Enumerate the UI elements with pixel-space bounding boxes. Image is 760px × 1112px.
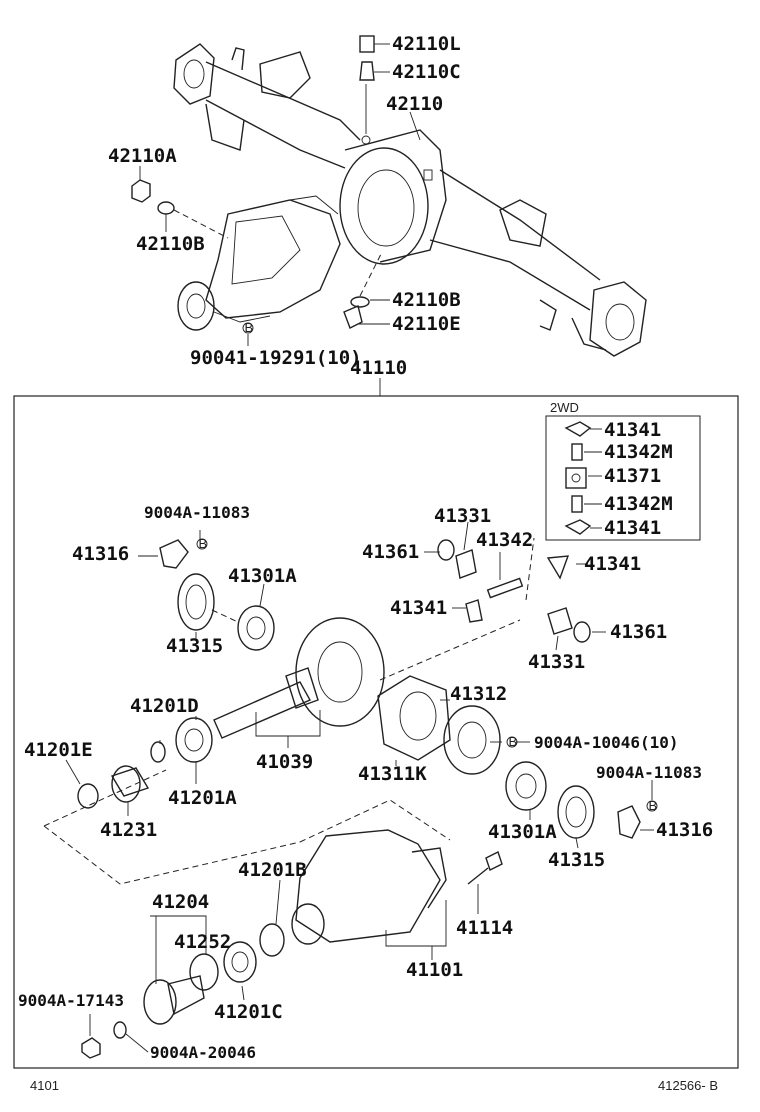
label-41316-b: 41316: [656, 819, 713, 841]
footer-figure-number: 4101: [30, 1078, 59, 1093]
label-41341-a: 41341: [604, 419, 661, 441]
label-41342: 41342: [476, 529, 533, 551]
label-9004A-20046: 9004A-20046: [150, 1043, 256, 1062]
svg-text:B: B: [649, 798, 658, 813]
label-41201E: 41201E: [24, 739, 93, 761]
assembly-frame: [13, 395, 739, 1069]
label-9004A-17143: 9004A-17143: [18, 991, 124, 1010]
label-41311K: 41311K: [358, 763, 427, 785]
leader-lines-main: [65, 521, 654, 1053]
axle-housing-drawing: [173, 43, 647, 357]
svg-text:B: B: [509, 734, 518, 749]
callout-markers: B B B B: [196, 320, 658, 813]
label-42110L: 42110L: [392, 33, 461, 55]
label-41361-b: 41361: [610, 621, 667, 643]
svg-text:B: B: [199, 536, 208, 551]
label-41341-c: 41341: [584, 553, 641, 575]
svg-text:B: B: [245, 320, 254, 335]
label-90041: 90041-19291(10): [190, 347, 362, 369]
label-41341-b: 41341: [604, 517, 661, 539]
label-41315-a: 41315: [166, 635, 223, 657]
label-42110E: 42110E: [392, 313, 461, 335]
label-41342M-b: 41342M: [604, 493, 673, 515]
label-42110C: 42110C: [392, 61, 461, 83]
label-41039: 41039: [256, 751, 313, 773]
label-42110: 42110: [386, 93, 443, 115]
label-41201B: 41201B: [238, 859, 307, 881]
2wd-inset-parts: [564, 421, 602, 535]
label-41316-a: 41316: [72, 543, 129, 565]
label-41361-a: 41361: [362, 541, 419, 563]
label-2wd: 2WD: [550, 400, 579, 415]
label-41315-b: 41315: [548, 849, 605, 871]
differential-parts-drawing: [77, 539, 641, 1059]
breather-plug-drawing: [359, 35, 375, 134]
label-41301A-a: 41301A: [228, 565, 297, 587]
label-41114: 41114: [456, 917, 513, 939]
label-41201C: 41201C: [214, 1001, 283, 1023]
label-42110A: 42110A: [108, 145, 177, 167]
leader-lines-top: [139, 43, 421, 396]
label-41201A: 41201A: [168, 787, 237, 809]
label-41110: 41110: [350, 357, 407, 379]
nuts-washers-top: [131, 179, 383, 329]
dashed-guides: [43, 537, 535, 885]
label-42110B: 42110B: [392, 289, 461, 311]
2wd-inset-frame: [545, 415, 701, 541]
label-41252: 41252: [174, 931, 231, 953]
label-41204: 41204: [152, 891, 209, 913]
label-41101: 41101: [406, 959, 463, 981]
label-9004A-10046: 9004A-10046(10): [534, 733, 679, 752]
label-41312: 41312: [450, 683, 507, 705]
label-41341-d: 41341: [390, 597, 447, 619]
label-9004A-11083-a: 9004A-11083: [144, 503, 250, 522]
carrier-assembly-drawing: [177, 195, 341, 331]
label-41331-a: 41331: [434, 505, 491, 527]
footer-illustration-id: 412566- B: [658, 1078, 718, 1093]
label-41201D: 41201D: [130, 695, 199, 717]
label-42110B-top: 42110B: [136, 233, 205, 255]
label-41331-b: 41331: [528, 651, 585, 673]
label-9004A-11083-b: 9004A-11083: [596, 763, 702, 782]
label-41301A-b: 41301A: [488, 821, 557, 843]
label-41342M-a: 41342M: [604, 441, 673, 463]
part-labels: 42110L 42110C 42110 42110A 42110B 42110B…: [18, 33, 713, 1062]
label-41371: 41371: [604, 465, 661, 487]
label-41231: 41231: [100, 819, 157, 841]
